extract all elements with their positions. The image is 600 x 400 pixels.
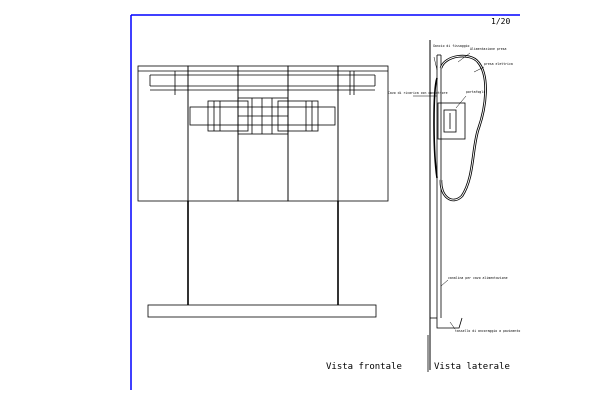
side-view bbox=[429, 40, 487, 370]
annotation-right-mid: presa elettrica bbox=[484, 62, 513, 66]
side-view-label: Vista laterale bbox=[434, 362, 510, 372]
annotation-left-side: Cavo di ricarica con connettore bbox=[388, 91, 448, 95]
sheet-frame bbox=[130, 14, 520, 390]
annotation-top-right: Alimentazione presa bbox=[470, 47, 507, 51]
charger-unit bbox=[437, 102, 466, 140]
annotation-right-lower: portafogli bbox=[466, 90, 485, 94]
front-view bbox=[137, 65, 389, 318]
annotation-bottom-mid: canalina per cavo alimentazione bbox=[448, 276, 508, 280]
base-plate bbox=[147, 304, 377, 318]
central-connector-assembly bbox=[189, 106, 336, 126]
annotation-leaders bbox=[413, 52, 485, 330]
front-panel bbox=[337, 65, 389, 202]
front-view-label: Vista frontale bbox=[326, 362, 402, 372]
annotation-top-left: Gancio di fissaggio bbox=[433, 44, 470, 48]
annotation-bottom-right: tassello di ancoraggio a pavimento bbox=[455, 329, 520, 333]
annotation-texts: Gancio di fissaggio Alimentazione presa … bbox=[388, 44, 520, 333]
scale-label: 1/20 bbox=[491, 17, 510, 26]
